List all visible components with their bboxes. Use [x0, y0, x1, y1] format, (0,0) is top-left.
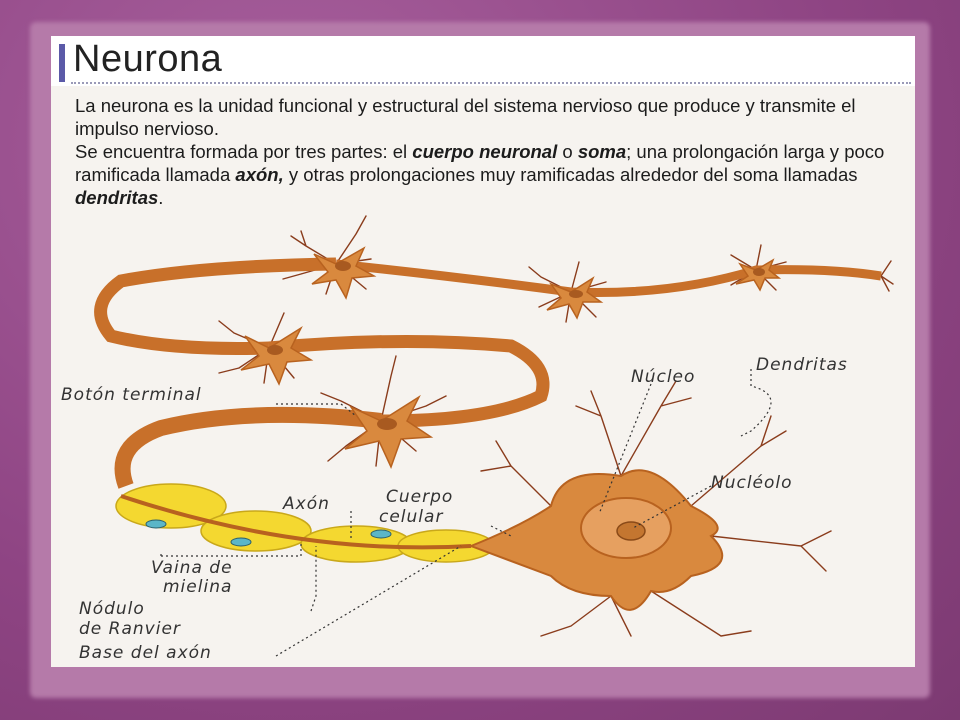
label-dendritas: Dendritas	[756, 355, 848, 375]
term-dendritas: dendritas	[75, 187, 159, 208]
paragraph-2-part: y otras prolongaciones muy ramificadas a…	[283, 164, 858, 185]
label-axon: Axón	[282, 494, 330, 514]
paragraph-2-part: ; una prolongación larga y poco ramifica…	[75, 141, 885, 185]
title-accent-bar	[59, 44, 65, 82]
paragraph-2-part: o	[557, 141, 578, 162]
label-base-del-axon: Base del axón	[79, 643, 212, 663]
term-cuerpo-neuronal: cuerpo neuronal	[412, 141, 558, 162]
slide: Neurona La neurona es la unidad funciona…	[51, 36, 915, 667]
header-bar	[51, 36, 915, 86]
label-nodulo: Nódulo	[79, 599, 145, 619]
label-nucleolo: Nucléolo	[711, 473, 793, 493]
label-celular: celular	[379, 507, 443, 527]
paragraph-2-part: Se encuentra formada por tres partes: el	[75, 141, 413, 162]
paragraph-1: La neurona es la unidad funcional y estr…	[75, 95, 856, 139]
term-axon: axón,	[235, 164, 284, 185]
term-soma: soma	[577, 141, 627, 162]
label-vaina-de: Vaina de	[151, 558, 233, 578]
slide-title: Neurona	[73, 38, 223, 80]
paragraph-2-part: .	[158, 187, 164, 208]
label-de-ranvier: de Ranvier	[79, 619, 181, 639]
label-mielina: mielina	[163, 577, 232, 597]
neuron-illustration: Botón terminal Núcleo Dendritas Axón Cue…	[61, 215, 894, 663]
label-boton-terminal: Botón terminal	[61, 385, 202, 405]
label-nucleo: Núcleo	[631, 367, 695, 387]
title-divider	[71, 82, 911, 84]
body-text: La neurona es la unidad funcional y estr…	[75, 94, 895, 209]
label-cuerpo: Cuerpo	[386, 487, 453, 507]
